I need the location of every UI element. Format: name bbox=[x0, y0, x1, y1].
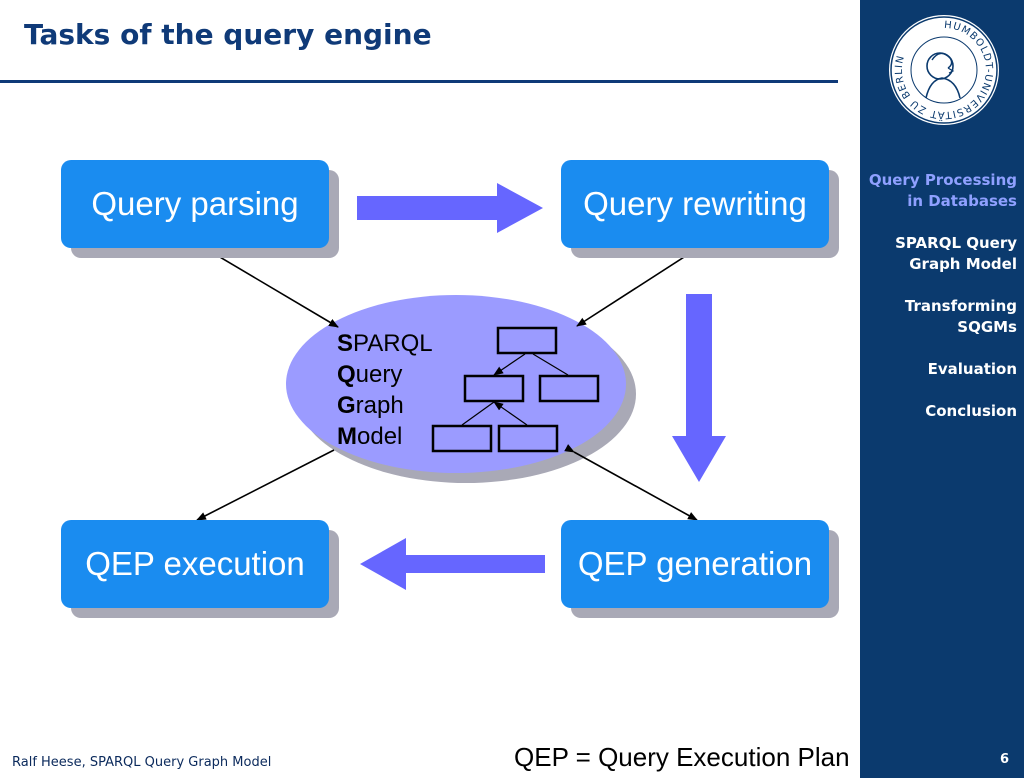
connector-rewriting-sqgm bbox=[576, 241, 705, 327]
box-qep-generation: QEP generation bbox=[561, 520, 829, 608]
box-qep-execution: QEP execution bbox=[61, 520, 329, 608]
page-number: 6 bbox=[1000, 752, 1010, 767]
slide-footer: Ralf Heese, SPARQL Query Graph Model bbox=[12, 755, 272, 770]
tree-node bbox=[463, 374, 525, 403]
title-underline bbox=[0, 80, 838, 83]
nav-item-sparql-query-graph-model[interactable]: SPARQL Query Graph Model bbox=[895, 234, 1017, 273]
box-query-parsing: Query parsing bbox=[61, 160, 329, 248]
nav-item-evaluation[interactable]: Evaluation bbox=[927, 360, 1017, 378]
tree-node bbox=[496, 326, 558, 355]
sqgm-line: Model bbox=[337, 423, 403, 450]
diagram-connectors bbox=[196, 183, 726, 590]
flow-arrow-generation-to-execution bbox=[360, 538, 545, 590]
connector-sqgm-to-execution bbox=[196, 449, 335, 521]
nav-item-transforming-sqgms[interactable]: Transforming SQGMs bbox=[904, 297, 1017, 336]
sidebar bbox=[860, 0, 1024, 778]
slide-title: Tasks of the query engine bbox=[24, 18, 432, 51]
sqgm-line: SPARQL bbox=[337, 330, 433, 357]
flow-arrow-rewriting-to-generation bbox=[672, 294, 726, 482]
sqgm-line: Graph bbox=[337, 392, 404, 419]
connector-parsing-to-sqgm bbox=[207, 249, 339, 328]
sidebar-nav: Query Processing in Databases SPARQL Que… bbox=[860, 170, 1017, 443]
flow-arrow-parsing-to-rewriting bbox=[357, 183, 543, 233]
tree-node bbox=[431, 424, 493, 453]
connector-sqgm-generation bbox=[564, 444, 698, 521]
qep-footnote: QEP = Query Execution Plan bbox=[514, 742, 850, 772]
sqgm-tree-icon bbox=[431, 326, 600, 453]
sqgm-line: Query bbox=[337, 361, 403, 388]
nav-item-query-processing[interactable]: Query Processing in Databases bbox=[868, 171, 1017, 210]
university-seal-icon: HUMBOLDT-UNIVERSITÄT ZU BERLIN bbox=[889, 15, 999, 125]
sqgm-ellipse bbox=[286, 295, 626, 473]
sqgm-label: SPARQL Query Graph Model bbox=[337, 328, 433, 452]
box-query-rewriting: Query rewriting bbox=[561, 160, 829, 248]
tree-node bbox=[538, 374, 600, 403]
nav-item-conclusion[interactable]: Conclusion bbox=[925, 402, 1017, 420]
tree-node bbox=[497, 424, 559, 453]
